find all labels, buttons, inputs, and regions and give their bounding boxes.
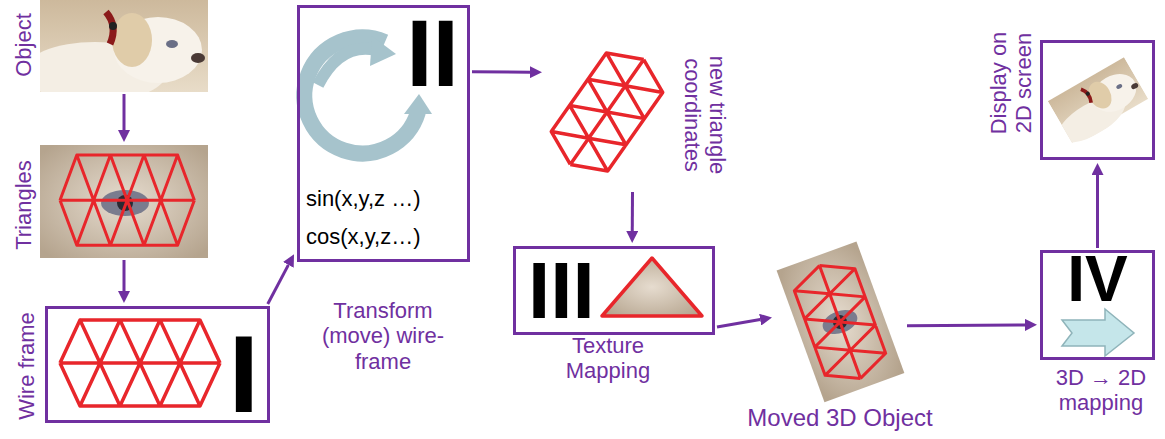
- projection-arrow-icon: [1062, 309, 1134, 356]
- moved-object: [777, 242, 905, 403]
- flow-arrow: [1096, 175, 1099, 248]
- caption-text: Moved 3D Object: [747, 405, 932, 431]
- stage-numeral: I: [228, 319, 259, 429]
- stage-label: Display on 2D screen: [986, 21, 1037, 146]
- flow-arrow: [907, 323, 1025, 327]
- rotation-arrowhead: [370, 36, 396, 66]
- stage-label: Wire frame: [14, 301, 39, 431]
- stage-label: new triangle coordinates: [680, 45, 731, 185]
- flow-arrow: [631, 192, 634, 231]
- stage-numeral: II: [406, 6, 459, 101]
- process-box: Wire frameI: [45, 306, 270, 423]
- closeup-photo: [40, 145, 208, 258]
- dog-photo: [1040, 57, 1151, 152]
- caption-text: Texture Mapping: [553, 333, 663, 384]
- process-box: IV3D → 2D mapping: [1040, 250, 1155, 360]
- flow-arrow: [268, 265, 289, 304]
- photo-ground: [40, 145, 208, 258]
- caption-text: Transform (move) wire-frame: [318, 298, 448, 374]
- flow-arrow: [123, 94, 126, 130]
- process-box: IIITexture Mapping: [513, 246, 715, 335]
- photo-ground: [777, 242, 905, 403]
- image-node: new triangle coordinates: [545, 35, 670, 190]
- formula-text: cos(x,y,z…): [306, 224, 420, 249]
- flow-arrow: [472, 70, 530, 73]
- triangle-mesh: [60, 155, 194, 245]
- moved-mesh: [542, 40, 672, 184]
- screen-photo: [1040, 57, 1151, 152]
- image-node: Triangles: [40, 145, 208, 258]
- caption-text: 3D → 2D mapping: [1043, 365, 1159, 416]
- rotation-arc: [304, 37, 418, 153]
- process-box: IIsin(x,y,z …)cos(x,y,z…)Transform (move…: [297, 5, 470, 262]
- flow-arrow: [122, 260, 125, 291]
- image-node: Moved 3D Object: [775, 240, 905, 405]
- rotation-arc: [318, 49, 376, 85]
- triangle-mesh: [789, 255, 891, 390]
- stage-label: Object: [11, 0, 36, 100]
- flow-arrow: [717, 320, 760, 327]
- image-node: Object: [40, 0, 208, 92]
- stage-numeral: III: [528, 251, 595, 331]
- formula-text: sin(x,y,z …): [306, 186, 420, 211]
- wireframe-mesh: [60, 320, 220, 406]
- display-box: Display on 2D screen: [1040, 40, 1155, 160]
- stage-label: Triangles: [11, 145, 36, 265]
- textured-triangle: [602, 258, 702, 316]
- dog-photo: [23, 0, 208, 102]
- stage-numeral: IV: [1067, 247, 1127, 311]
